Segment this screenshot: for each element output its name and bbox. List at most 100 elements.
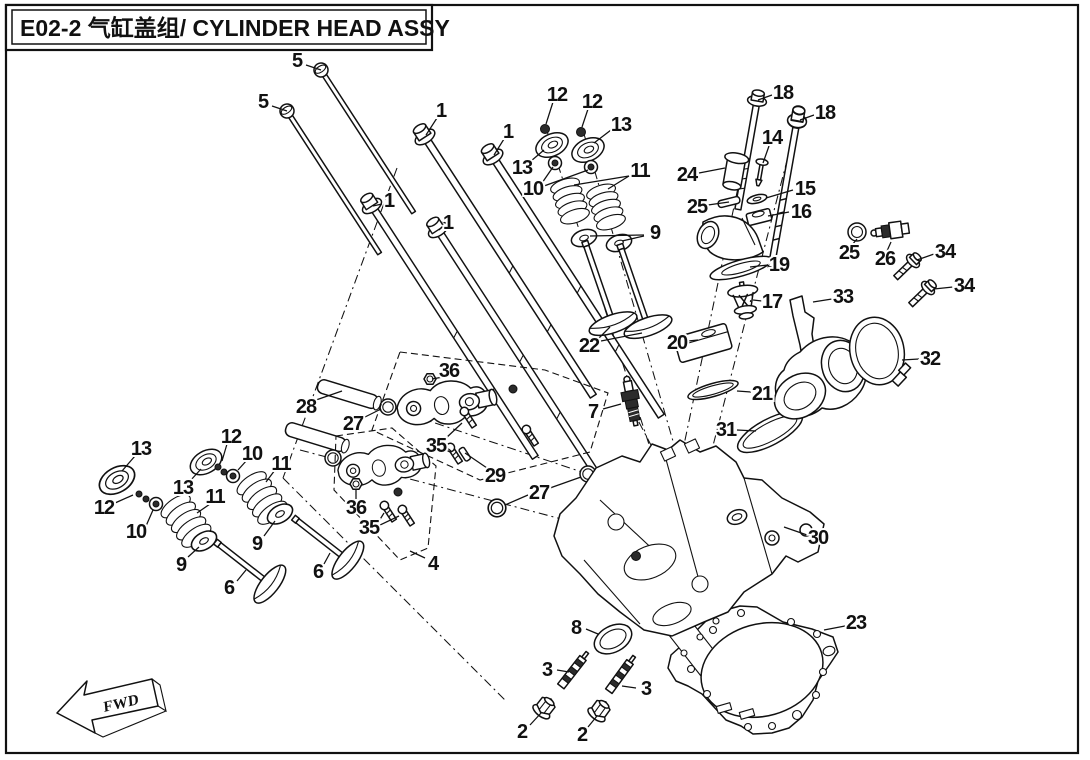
exhaust-gasket-ring [593, 623, 633, 655]
callout-13: 13 [611, 114, 632, 136]
leader-line-19 [749, 264, 769, 268]
leader-line-3 [621, 685, 637, 689]
leader-line-12 [114, 494, 134, 504]
leader-line-22 [600, 332, 643, 342]
callout-9: 9 [252, 533, 263, 555]
callout-11: 11 [630, 160, 650, 182]
callout-13: 13 [131, 438, 152, 460]
leader-line-27 [549, 476, 582, 489]
callout-21: 21 [752, 383, 773, 405]
callout-31: 31 [716, 419, 737, 441]
leader-line-12 [221, 443, 228, 462]
leader-line-5 [305, 64, 322, 71]
callout-20: 20 [667, 332, 688, 354]
leader-line-4 [409, 550, 426, 559]
leader-line-24 [698, 167, 726, 174]
callout-3: 3 [641, 678, 652, 700]
thermostat-housing-block [673, 323, 733, 363]
callout-28: 28 [296, 396, 317, 418]
callout-3: 3 [542, 659, 553, 681]
leader-line-11 [573, 175, 630, 186]
valve-stem-seal [148, 468, 241, 512]
outlet-plate [709, 255, 773, 281]
leader-line-35 [445, 446, 452, 452]
leader-line-16 [767, 211, 790, 217]
callout-13: 13 [512, 157, 533, 179]
leader-line-20 [687, 339, 699, 342]
callout-25: 25 [687, 196, 708, 218]
page-title: E02-2 气缸盖组/ CYLINDER HEAD ASSY [20, 15, 450, 41]
leader-line-9 [589, 234, 645, 237]
callout-15: 15 [795, 178, 816, 200]
callout-2: 2 [577, 724, 588, 746]
leader-line-22 [598, 326, 611, 339]
leader-line-23 [823, 625, 846, 631]
leader-line-12 [581, 108, 589, 128]
callout-12: 12 [582, 91, 603, 113]
leader-line-13 [189, 468, 202, 482]
callout-11: 11 [271, 453, 291, 475]
callout-10: 10 [126, 521, 147, 543]
callout-34: 34 [935, 241, 957, 263]
leader-line-29 [464, 452, 488, 469]
leader-line-7 [602, 403, 622, 410]
callout-30: 30 [808, 527, 829, 549]
leader-line-15 [765, 189, 794, 199]
callout-36: 36 [439, 360, 460, 382]
leader-line-21 [736, 390, 752, 393]
leader-line-34 [916, 253, 935, 261]
callout-1: 1 [384, 190, 395, 212]
leader-line-12 [545, 101, 554, 125]
leader-line-6 [323, 552, 331, 565]
spacer-block [745, 207, 773, 227]
leader-line-10 [237, 459, 248, 471]
leader-line-10 [145, 509, 154, 527]
leader-line-34 [933, 286, 954, 290]
callout-16: 16 [791, 201, 812, 223]
leader-line-25 [707, 201, 730, 206]
rocker-assembly-lower [333, 427, 437, 561]
callout-8: 8 [571, 617, 582, 639]
valve-keeper [540, 124, 586, 137]
callout-25: 25 [839, 242, 860, 264]
callout-14: 14 [762, 127, 784, 149]
cylinder-head [553, 438, 825, 637]
leader-line-36 [431, 376, 444, 380]
leader-line-13 [530, 149, 545, 162]
leader-line-2 [587, 715, 598, 728]
leader-line-27 [504, 494, 529, 506]
leader-line-11 [607, 175, 630, 190]
thermostat [727, 281, 759, 320]
leader-line-18 [757, 94, 773, 101]
sensor-o-ring [847, 222, 867, 242]
page-border [4, 3, 1080, 755]
callout-9: 9 [176, 554, 187, 576]
dowel-pin [458, 446, 472, 462]
leader-line-31 [736, 429, 757, 432]
callout-35: 35 [426, 435, 447, 457]
leader-line-8 [585, 628, 599, 635]
title-block: E02-2 气缸盖组/ CYLINDER HEAD ASSY [4, 3, 450, 52]
tappet [722, 152, 750, 191]
rocker-shaft [316, 379, 382, 411]
callout-2: 2 [517, 721, 528, 743]
leader-line-32 [901, 358, 920, 361]
valve-keeper [135, 463, 228, 503]
leader-line-11 [265, 469, 276, 483]
leader-line-33 [812, 298, 833, 303]
callout-36: 36 [346, 497, 367, 519]
callout-1: 1 [443, 212, 454, 234]
leader-line-5 [271, 105, 288, 112]
temp-sensor [870, 220, 911, 240]
leader-line-9 [263, 520, 276, 537]
fwd-arrow: FWD [56, 678, 167, 738]
callout-19: 19 [769, 254, 790, 276]
callout-6: 6 [224, 577, 235, 599]
leader-line-13 [121, 455, 136, 472]
leader-line-1 [372, 203, 383, 207]
callout-11: 11 [205, 486, 225, 508]
leader-line-28 [315, 390, 343, 401]
leader-line-13 [593, 129, 612, 144]
callout-13: 13 [173, 477, 194, 499]
